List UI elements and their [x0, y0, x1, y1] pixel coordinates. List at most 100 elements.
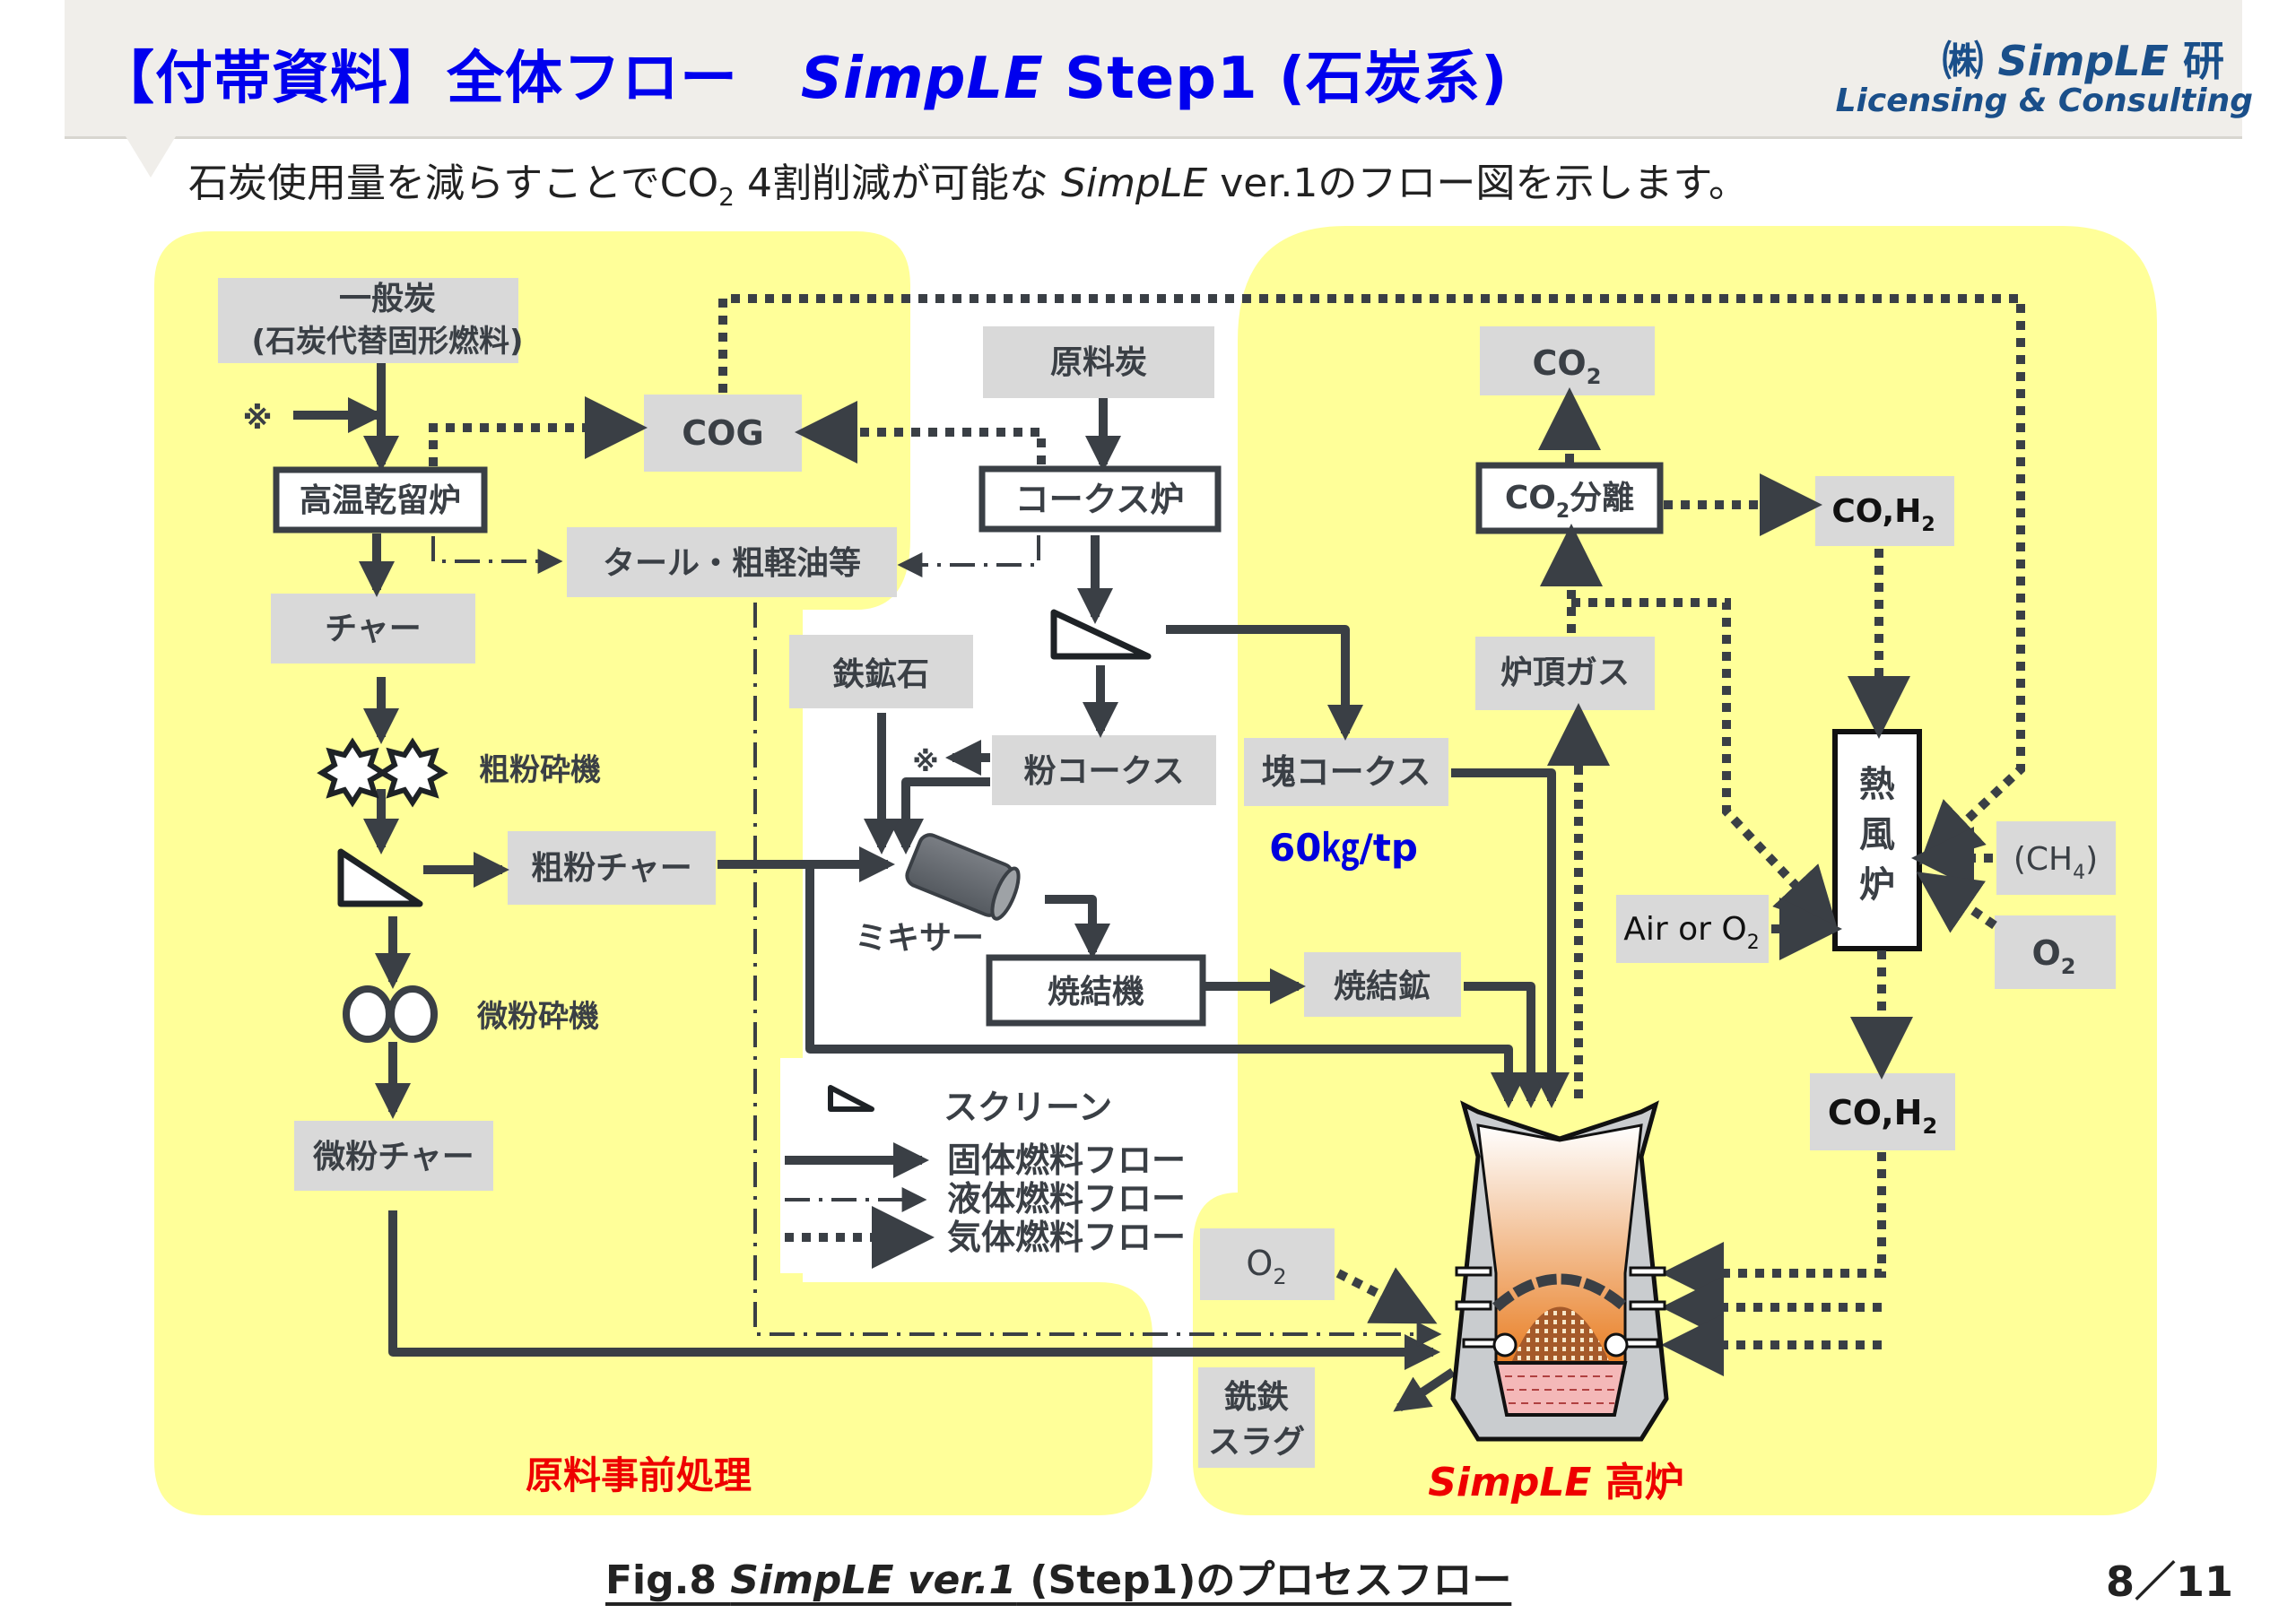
furnace-label-suffix: 高炉: [1605, 1460, 1684, 1505]
o2-left-box: [1200, 1228, 1335, 1300]
solid-flows: [293, 363, 1570, 1412]
coarse-char-label: 粗粉チャー: [531, 850, 692, 887]
coarse-char-box: [508, 831, 716, 905]
flow-coarse-char-to-furnace: [805, 864, 1526, 1108]
caption-brand: SimpLE ver.1: [730, 1557, 1017, 1603]
coarse-crusher-icon: [317, 737, 448, 808]
ch4-label: (CH4): [2013, 841, 2098, 884]
legend-lines: [785, 1142, 935, 1269]
subtitle: 石炭使用量を減らすことでCO2 4割削減が可能な SimpLE ver.1のフロ…: [188, 151, 1748, 212]
screen-icon-coke: [1050, 609, 1152, 660]
fine-coke-box: [992, 735, 1216, 805]
ch4-box: [1996, 821, 2116, 895]
flow-fine-coke-to-mixer: [888, 777, 990, 854]
fine-crusher-icon: [343, 985, 438, 1043]
lump-coke-label: 塊コークス: [1262, 752, 1431, 792]
flow-carbonizer-to-tar: [431, 536, 563, 574]
flow-tar-to-furnace: [753, 603, 1442, 1347]
lump-coke-box: [1244, 738, 1448, 806]
note-mark-left: ※: [242, 401, 272, 437]
furnace-label-brand: SimpLE: [1428, 1460, 1591, 1505]
co2-box: [1480, 326, 1655, 395]
logo-prefix: ㈱: [1942, 37, 1984, 85]
o2-left-text: O: [1246, 1244, 1273, 1283]
coking-coal-box: [983, 326, 1214, 398]
coarse-crusher-label: 粗粉砕機: [479, 752, 601, 788]
legend-solid-label: 固体燃料フロー: [947, 1141, 1186, 1180]
flow-mixer-to-sinter: [1045, 895, 1110, 959]
flow-sinter-ore-to-furnace: [1464, 982, 1549, 1108]
mixer-label: ミキサー: [855, 920, 984, 957]
logo-brand: SimpLE: [1997, 37, 2169, 85]
steam-coal-box: [218, 278, 518, 363]
co-h2-bottom-label: CO,H2: [1828, 1093, 1937, 1139]
sinter-ore-label: 焼結鉱: [1334, 967, 1431, 1005]
tar-label: タール・粗軽油等: [603, 545, 861, 582]
sinter-machine-label: 焼結機: [1048, 974, 1144, 1010]
fine-char-box: [294, 1121, 493, 1191]
coh2-top-sub: 2: [1921, 514, 1935, 536]
coking-coal-label: 原料炭: [1050, 344, 1147, 381]
pig-iron-label: 銑鉄: [1223, 1379, 1289, 1416]
pretreatment-zone-label: 原料事前処理: [526, 1453, 752, 1497]
fine-crusher-label: 微粉砕機: [476, 999, 599, 1035]
flow-screen-to-lump-coke: [1166, 625, 1363, 741]
furnace-label-space: [1591, 1460, 1605, 1505]
legend-screen-label: スクリーン: [944, 1088, 1112, 1127]
air-o2-label: Air or O2: [1623, 911, 1759, 954]
subtitle-part3: ver.1のフロー図を示します。: [1207, 160, 1748, 206]
co2sep-co: CO: [1505, 480, 1556, 516]
fine-coke-label: 粉コークス: [1024, 753, 1185, 790]
furnace-zone-label: SimpLE 高炉: [1428, 1460, 1684, 1505]
iron-ore-label: 鉄鉱石: [832, 655, 929, 693]
cog-label: COG: [682, 413, 763, 453]
screen-icon-legend: [828, 1085, 874, 1112]
gas-flows: [429, 294, 2025, 1376]
co-h2-bottom-box: [1810, 1073, 1955, 1150]
cog-box: [644, 395, 802, 472]
flow-lump-coke-to-furnace: [1451, 768, 1570, 1108]
company-tagline: Licensing & Consulting: [1835, 82, 2253, 119]
ch4-sub: 4: [2073, 862, 2085, 884]
top-gas-label: 炉頂ガス: [1500, 655, 1630, 691]
flow-oven-to-cog: [795, 401, 1046, 464]
flow-topgas-to-hot-stove: [1571, 598, 1839, 932]
o2-right-text: O: [2031, 933, 2060, 973]
slag-label: スラグ: [1208, 1424, 1305, 1461]
air-o2-text: Air or O: [1623, 911, 1746, 948]
hot-stove-label-3: 炉: [1859, 864, 1895, 906]
coh2-top-text: CO,H: [1831, 493, 1921, 530]
coh2-bottom-sub: 2: [1922, 1114, 1937, 1139]
company-logo: ㈱ SimpLE 研: [1942, 29, 2224, 88]
o2-left-sub: 2: [1273, 1264, 1286, 1289]
co2-text: CO: [1533, 343, 1587, 383]
flow-carbonizer-to-cog: [429, 396, 648, 466]
mixer-icon: [905, 833, 1021, 921]
o2-right-label: O2: [2031, 933, 2075, 979]
hot-stove-box: [1832, 729, 1922, 951]
hot-stove-label-1: 熱: [1859, 764, 1895, 805]
screen-icon-char: [337, 848, 423, 907]
co2-label: CO2: [1533, 343, 1602, 389]
co-h2-top-box: [1815, 476, 1954, 546]
char-box: [271, 594, 475, 664]
subtitle-part1: 石炭使用量を減らすことでCO: [188, 160, 719, 206]
co-h2-top-label: CO,H2: [1831, 493, 1935, 536]
carbonizer-label: 高温乾留炉: [300, 482, 461, 519]
subtitle-brand: SimpLE: [1060, 160, 1208, 206]
blast-furnace-icon: [1450, 1100, 1669, 1442]
title-prefix: 【付帯資料】全体フロー: [97, 46, 738, 112]
co2-separation-box: [1475, 462, 1664, 534]
legend-gas-label: 気体燃料フロー: [947, 1218, 1186, 1257]
coh2-bottom-text: CO,H: [1828, 1093, 1923, 1132]
caption-prefix: Fig.8: [605, 1557, 731, 1603]
note-mark-right: ※: [912, 747, 938, 778]
steam-coal-sublabel: (石炭代替固形燃料): [251, 324, 523, 360]
hot-stove-label-2: 風: [1859, 814, 1895, 855]
o2-right-box: [1995, 915, 2116, 989]
air-o2-sub: 2: [1747, 932, 1760, 954]
co2sep-sub: 2: [1556, 500, 1570, 523]
page-number: 8／11: [2105, 1557, 2233, 1606]
lump-coke-rate: 60㎏/tp: [1269, 826, 1418, 872]
co2sep-text: 分離: [1570, 480, 1634, 516]
